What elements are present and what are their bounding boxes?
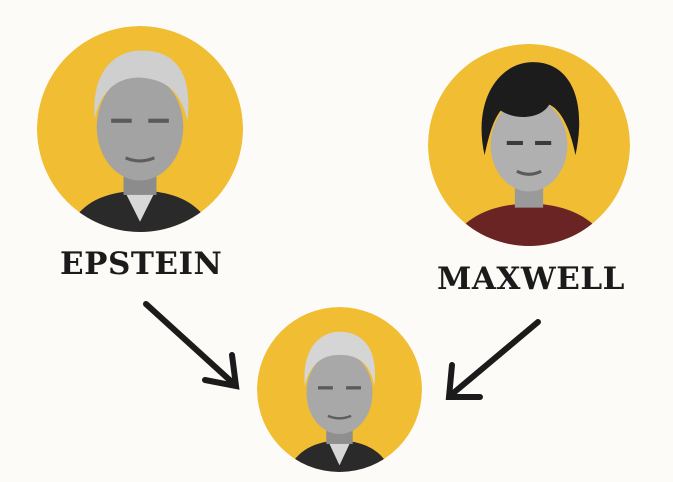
portrait-icon <box>257 307 422 472</box>
label-epstein: EPSTEIN <box>60 246 223 282</box>
portrait-maxwell <box>428 44 630 246</box>
portrait-icon <box>37 26 243 232</box>
label-maxwell: MAXWELL <box>437 261 625 297</box>
arrow-right-icon <box>445 319 541 400</box>
arrow-left-icon <box>143 301 240 390</box>
portrait-epstein <box>37 26 243 232</box>
portrait-icon <box>428 44 630 246</box>
portrait-bottom <box>257 307 422 472</box>
